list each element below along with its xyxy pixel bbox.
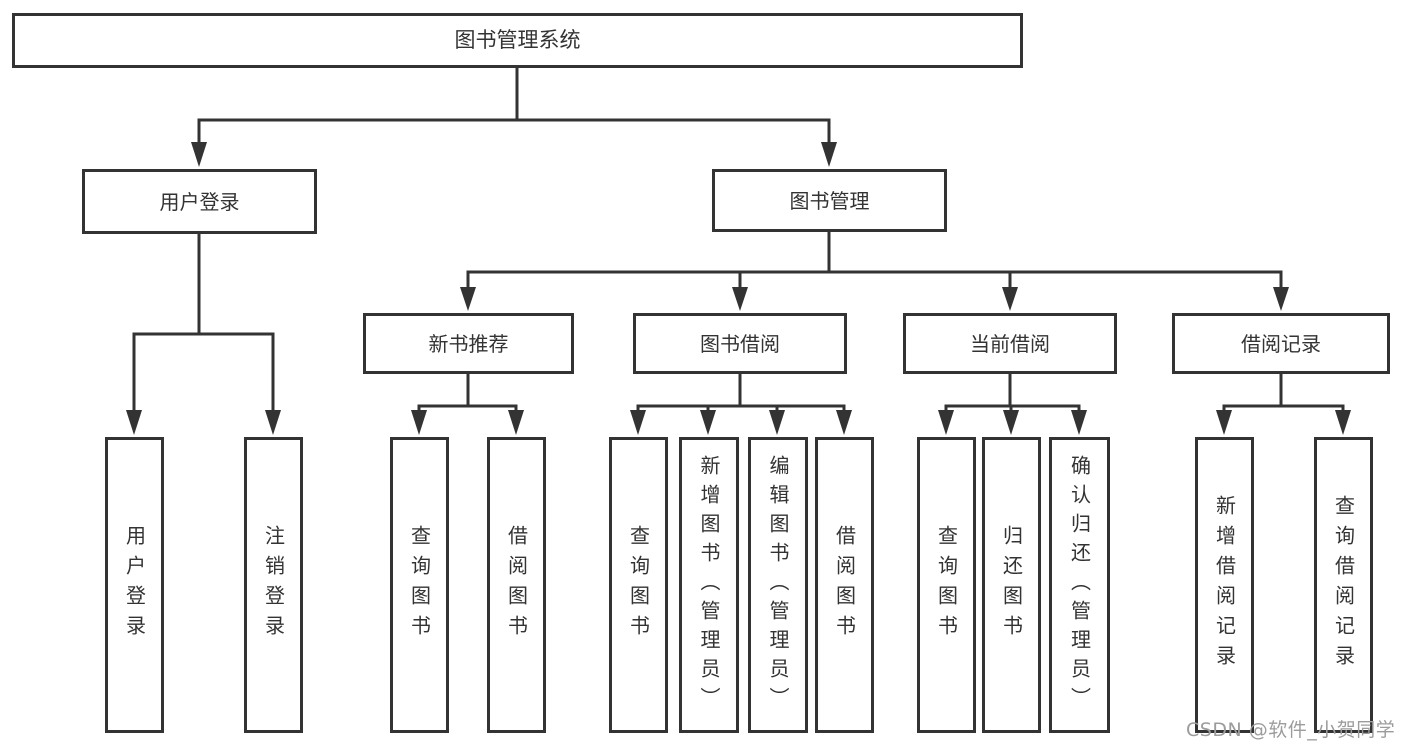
connector-recommend-to-leaves [417,374,518,414]
csdn-watermark: CSDN @软件_小贺同学 [1186,719,1396,741]
node-book-borrowing: 图书借阅 [633,313,847,374]
connector-borrow-to-leaves [636,373,846,414]
node-borrowing-records: 借阅记录 [1172,313,1390,374]
leaf-add-borrow-record: 新增借阅记录 [1195,437,1254,733]
leaf-return-books: 归还图书 [982,437,1041,733]
leaf-borrow-books-recommend: 借阅图书 [487,437,546,733]
node-user-login: 用户登录 [82,169,317,234]
connector-records-to-leaves [1222,374,1345,414]
connector-userlogin-to-leaves [132,234,275,414]
leaf-logout: 注销登录 [244,437,303,733]
leaf-user-login: 用户登录 [105,437,164,733]
arrowheads-level2 [191,142,837,167]
node-book-management: 图书管理 [712,169,947,232]
connector-current-to-leaves [944,373,1081,414]
node-current-borrowing: 当前借阅 [903,313,1117,374]
leaf-edit-books-admin: 编辑图书（管理员） [748,437,808,733]
leaf-borrow-books: 借阅图书 [815,437,874,733]
arrowheads-leaves [126,410,1351,435]
leaf-confirm-return-admin: 确认归还（管理员） [1049,437,1110,733]
leaf-query-borrow-record: 查询借阅记录 [1314,437,1373,733]
connector-root-to-level2 [197,68,831,150]
node-root-system: 图书管理系统 [12,13,1023,68]
leaf-query-books-borrow: 查询图书 [609,437,668,733]
connector-bookmgmt-to-level3 [466,232,1283,296]
leaf-query-books-current: 查询图书 [917,437,976,733]
leaf-add-books-admin: 新增图书（管理员） [679,437,739,733]
leaf-query-books-recommend: 查询图书 [390,437,449,733]
arrowheads-level3 [460,287,1289,311]
node-new-book-recommend: 新书推荐 [363,313,574,374]
